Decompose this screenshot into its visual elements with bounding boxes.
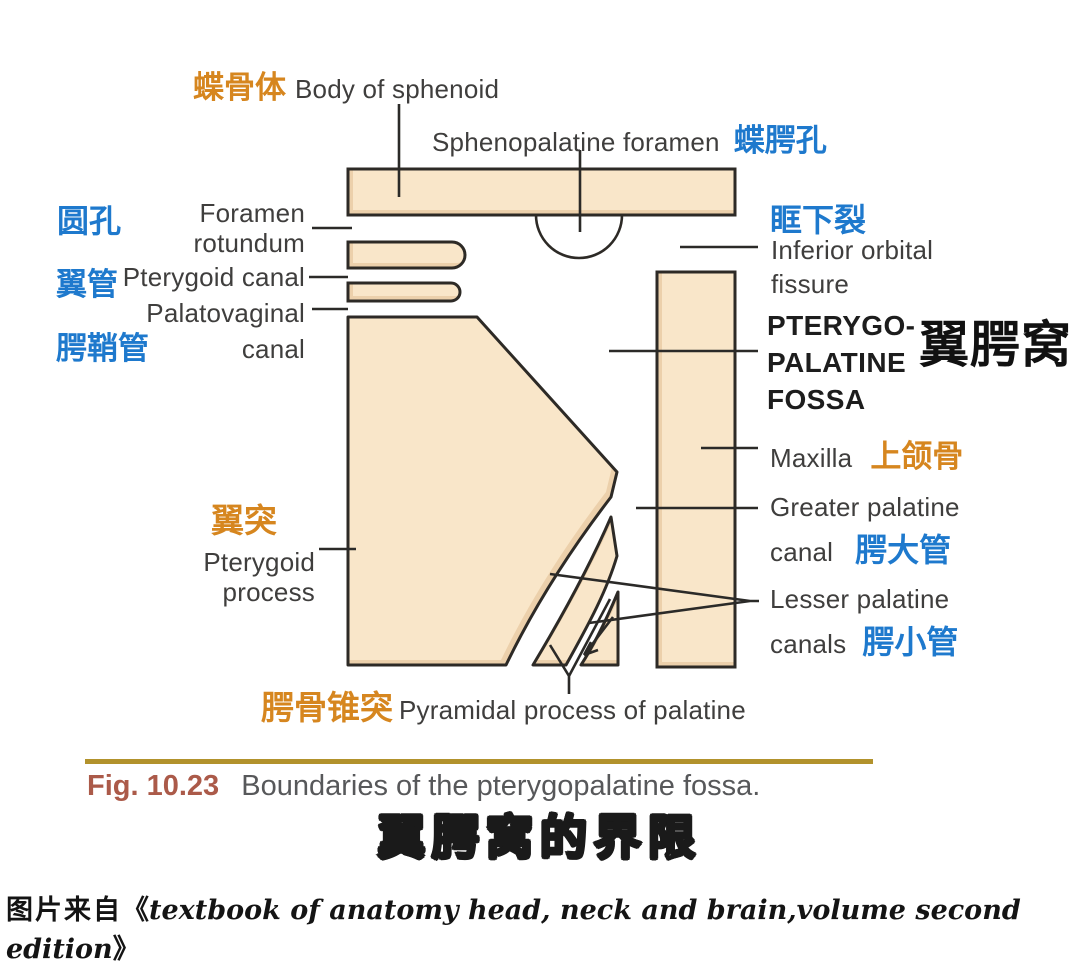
label-pterygoid-canal-zh: 翼管 bbox=[56, 267, 118, 302]
label-greater-palatine-canal-en-line2: canal bbox=[770, 537, 834, 567]
label-inferior-orbital-fissure-en: Inferior orbital fissure bbox=[771, 233, 933, 301]
figure-subtitle-zh: 翼腭窝的界限 bbox=[377, 810, 702, 865]
source-prefix: 图片来自 bbox=[6, 895, 122, 926]
label-pterygopalatine-fossa-en-line3: FOSSA bbox=[767, 384, 866, 415]
figure-caption: Fig. 10.23 Boundaries of the pterygopala… bbox=[87, 770, 760, 803]
label-foramen-rotundum-en-line2: rotundum bbox=[193, 228, 305, 258]
label-lesser-palatine-canals: Lesser palatine canals 腭小管 bbox=[770, 582, 958, 663]
label-pterygopalatine-fossa-zh: 翼腭窝 bbox=[919, 317, 1072, 373]
label-palatovaginal-canal-en-line2: canal bbox=[241, 334, 305, 364]
source-credit: 图片来自《textbook of anatomy head, neck and … bbox=[6, 888, 1074, 961]
label-pterygopalatine-fossa-en: PTERYGO- PALATINE FOSSA bbox=[767, 307, 915, 418]
label-inferior-orbital-fissure-en-line1: Inferior orbital bbox=[771, 235, 934, 265]
label-greater-palatine-canal-row2: canal 腭大管 bbox=[770, 525, 960, 571]
palatine-band-shape bbox=[533, 517, 617, 665]
pterygoid-process-shape bbox=[348, 317, 617, 665]
leader-lines bbox=[309, 104, 759, 694]
label-pterygoid-process-en-line1: Pterygoid bbox=[203, 547, 315, 577]
label-lesser-palatine-canals-row2: canals 腭小管 bbox=[770, 617, 958, 663]
label-pterygoid-process-en-line2: process bbox=[222, 577, 315, 607]
pyramidal-arrow-icon bbox=[582, 616, 615, 657]
label-pterygopalatine-fossa-en-line2: PALATINE bbox=[767, 347, 907, 378]
label-greater-palatine-canal: Greater palatine canal 腭大管 bbox=[770, 490, 960, 571]
label-maxilla-en: Maxilla bbox=[770, 443, 853, 473]
label-lesser-palatine-canals-en-line1: Lesser palatine bbox=[770, 584, 950, 614]
label-lesser-palatine-canals-zh: 腭小管 bbox=[862, 624, 959, 660]
source-book-title: textbook of anatomy head, neck and brain… bbox=[6, 895, 1021, 961]
label-pterygopalatine-fossa-en-line1: PTERYGO- bbox=[767, 310, 916, 341]
sphenopalatine-foramen-notch bbox=[534, 214, 624, 260]
leader-pyramidal-process-y bbox=[548, 598, 612, 694]
label-pterygoid-process-zh: 翼突 bbox=[211, 502, 277, 539]
label-palatovaginal-canal-en: Palatovaginal canal bbox=[100, 295, 305, 367]
label-foramen-rotundum-en: Foramen rotundum bbox=[100, 198, 305, 258]
palatovaginal-canal-shape bbox=[348, 283, 460, 301]
label-pterygoid-process-en: Pterygoid process bbox=[120, 547, 315, 607]
label-body-of-sphenoid-zh: 蝶骨体 bbox=[193, 70, 286, 105]
label-body-of-sphenoid-en: Body of sphenoid bbox=[295, 74, 500, 104]
label-sphenopalatine-foramen: Sphenopalatine foramen 蝶腭孔 bbox=[432, 115, 827, 160]
label-lesser-palatine-canals-en-line2: canals bbox=[770, 629, 847, 659]
leader-lesser-palatine-canals bbox=[549, 572, 759, 625]
label-sphenopalatine-foramen-en: Sphenopalatine foramen bbox=[432, 127, 720, 157]
pyramidal-wedge-shape bbox=[581, 592, 618, 665]
label-palatovaginal-canal-en-line1: Palatovaginal bbox=[146, 298, 305, 328]
figure-number: Fig. 10.23 bbox=[87, 770, 220, 802]
caption-rule bbox=[85, 759, 873, 764]
figure-caption-text: Boundaries of the pterygopalatine fossa. bbox=[241, 770, 761, 802]
label-body-of-sphenoid: 蝶骨体 Body of sphenoid bbox=[193, 62, 499, 107]
maxilla-shape bbox=[657, 272, 735, 667]
label-pterygoid-canal-en: Pterygoid canal bbox=[122, 262, 305, 292]
label-foramen-rotundum-en-line1: Foramen bbox=[199, 198, 305, 228]
label-maxilla: Maxilla 上颌骨 bbox=[770, 431, 963, 476]
label-palatovaginal-canal-zh: 腭鞘管 bbox=[56, 331, 149, 366]
body-of-sphenoid-shape bbox=[348, 169, 735, 215]
label-sphenopalatine-foramen-zh: 蝶腭孔 bbox=[733, 123, 827, 158]
label-pterygoid-process: 翼突 Pterygoid process bbox=[120, 494, 315, 607]
label-inferior-orbital-fissure-en-line2: fissure bbox=[771, 269, 849, 299]
label-inferior-orbital-fissure-zh: 眶下裂 bbox=[770, 202, 867, 238]
label-pyramidal-process-en: Pyramidal process of palatine bbox=[399, 695, 746, 725]
label-greater-palatine-canal-en-line1: Greater palatine bbox=[770, 492, 960, 522]
label-pyramidal-process-zh: 腭骨锥突 bbox=[261, 689, 393, 726]
source-bracket-open: 《 bbox=[122, 895, 149, 926]
label-maxilla-zh: 上颌骨 bbox=[870, 439, 964, 474]
label-pyramidal-process: 腭骨锥突 Pyramidal process of palatine bbox=[261, 681, 746, 729]
label-greater-palatine-canal-zh: 腭大管 bbox=[855, 532, 952, 568]
source-bracket-close: 》 bbox=[112, 934, 140, 961]
label-foramen-rotundum-zh: 圆孔 bbox=[57, 203, 122, 239]
